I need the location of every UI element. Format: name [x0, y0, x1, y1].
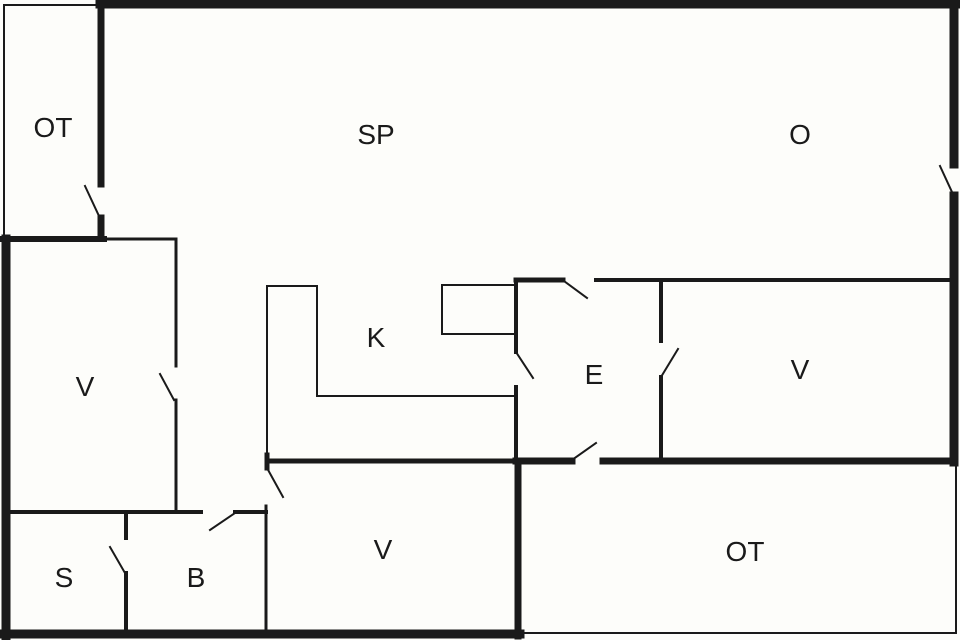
room-label-v-right: V — [790, 354, 810, 385]
room-label-ot-bottom-right: OT — [725, 536, 765, 567]
room-label-s: S — [54, 562, 74, 593]
room-label-ot-top-left: OT — [33, 112, 73, 143]
room-label-k: K — [366, 322, 386, 353]
room-label-e: E — [584, 359, 604, 390]
room-label-b: B — [186, 562, 206, 593]
room-label-v-left: V — [75, 371, 95, 402]
room-label-o: O — [789, 119, 811, 150]
room-label-sp: SP — [357, 119, 395, 150]
room-label-v-bottom: V — [373, 534, 393, 565]
